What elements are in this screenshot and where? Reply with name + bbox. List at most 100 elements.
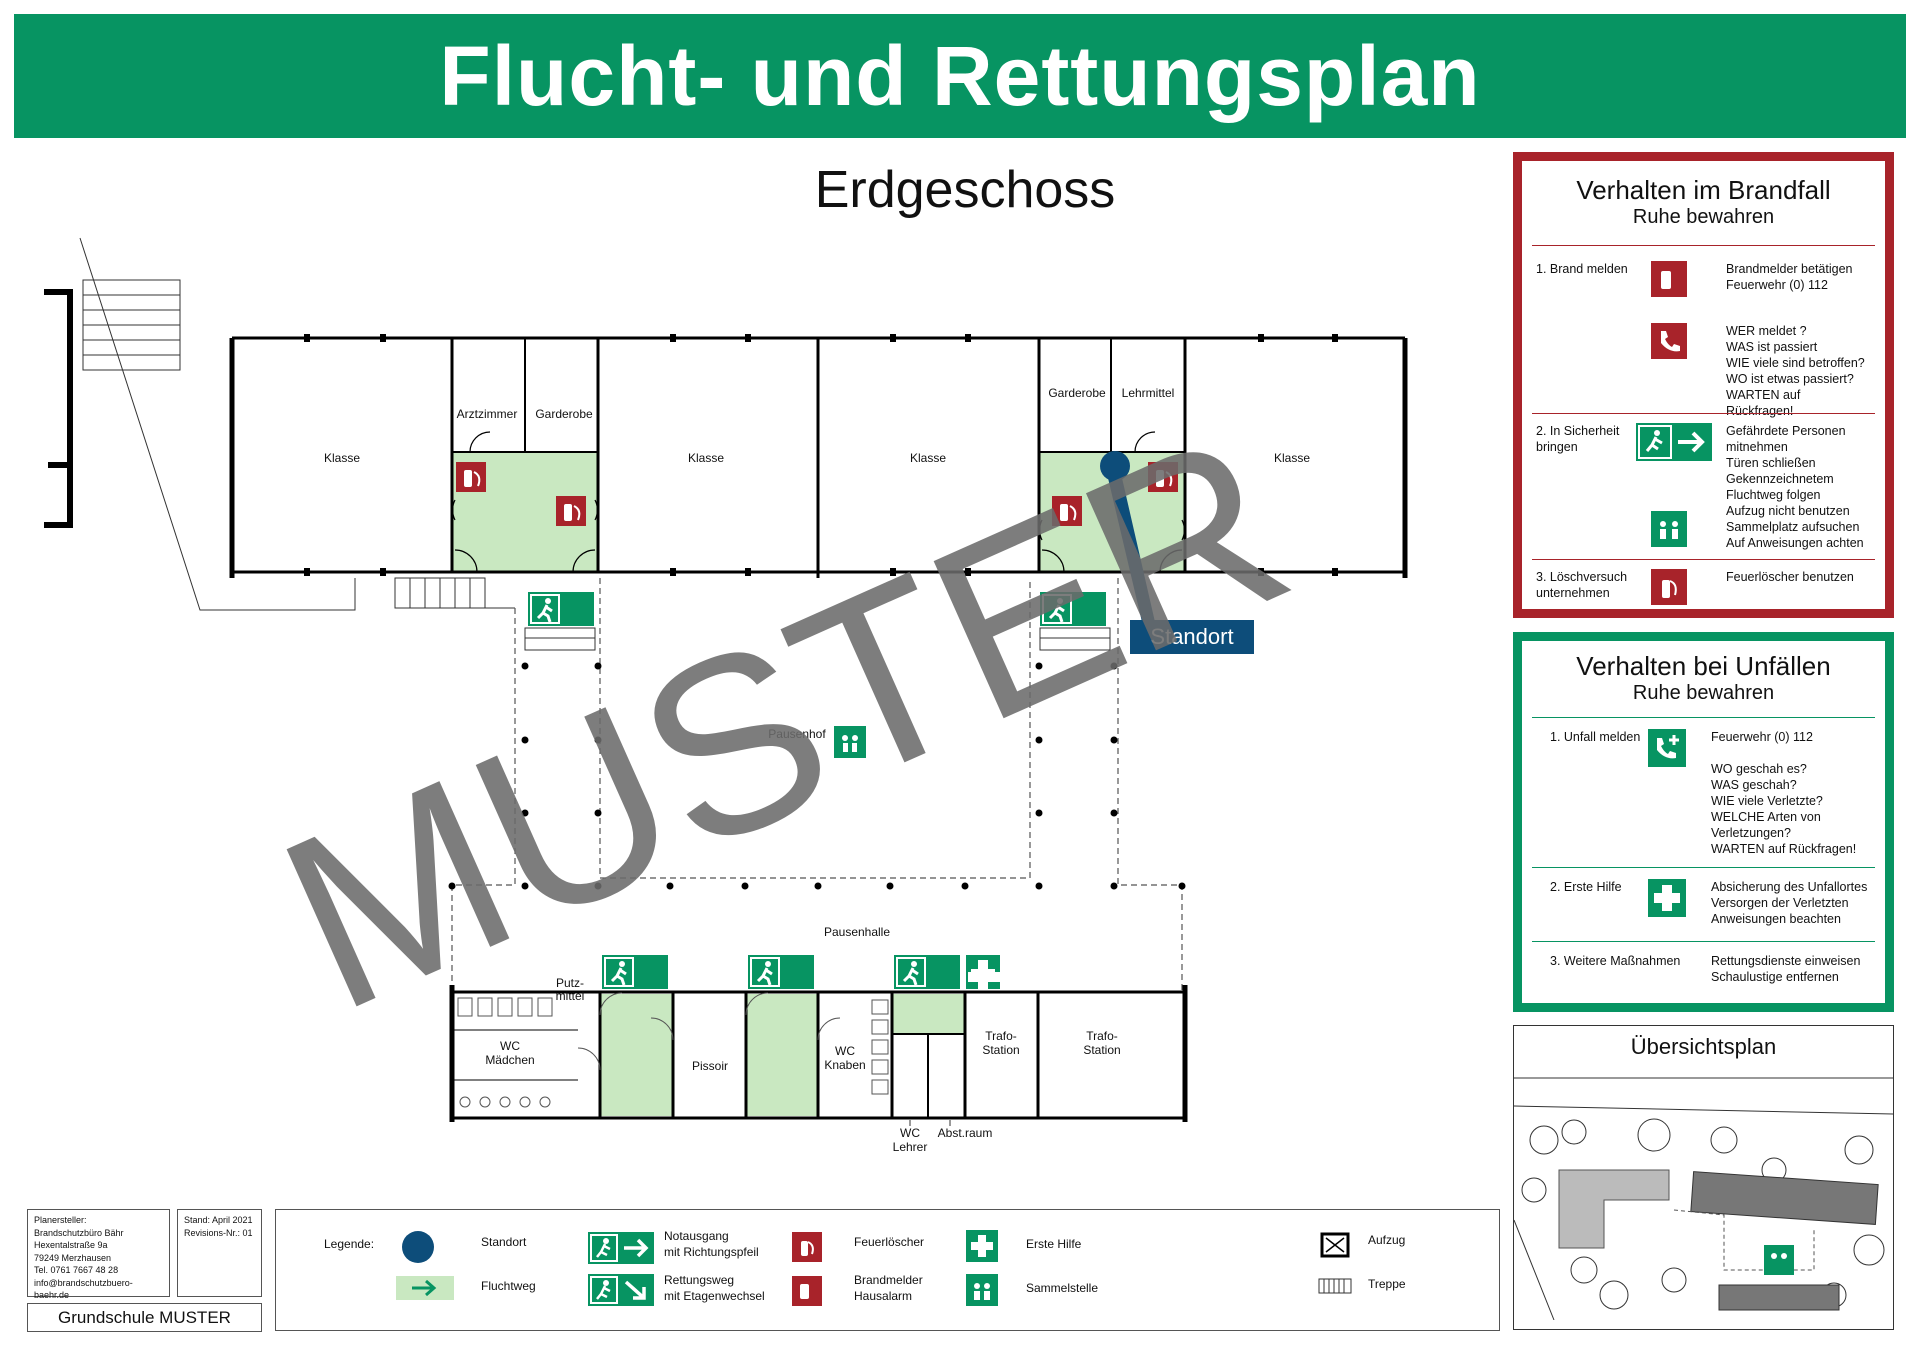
credit-line-2: Brandschutzbüro Bähr: [34, 1227, 124, 1238]
room-lehrmittel: Lehrmittel: [1122, 386, 1175, 400]
legend-fluchtweg-icon: [396, 1276, 454, 1300]
room-wc-lehrer-2: Lehrer: [893, 1140, 928, 1154]
legend-brandmelder-icon: [792, 1276, 822, 1306]
fire-step-1-e: WIE viele sind betroffen?: [1726, 356, 1865, 370]
legend-feuerloescher-icon: [792, 1232, 822, 1262]
accident-step-1-g: WARTEN auf Rückfragen!: [1711, 842, 1857, 856]
left-wall: [44, 289, 73, 528]
escape-area-bottom-3: [892, 994, 964, 1034]
columns: [448, 662, 1186, 890]
fire-step-1-b: Feuerwehr (0) 112: [1726, 278, 1828, 292]
overview-title: Übersichtsplan: [1630, 1034, 1777, 1059]
floor-plan: Klasse Klasse Klasse Klasse Arztzimmer G…: [44, 237, 1408, 1154]
standort-marker: Standort: [1100, 451, 1254, 654]
left-stair: [79, 237, 356, 611]
credit-line-5: Tel. 0761 7667 48 28: [34, 1265, 119, 1275]
phone-icon: [1651, 323, 1687, 363]
legend-erste-hilfe-icon: [966, 1230, 998, 1262]
accident-behavior-panel: Verhalten bei Unfällen Ruhe bewahren 1. …: [1513, 632, 1894, 1012]
area-pausenhof: Pausenhof: [768, 727, 826, 741]
emergency-phone-icon: [1648, 729, 1686, 771]
fire-step-1-d: WAS ist passiert: [1726, 340, 1818, 354]
fire-step-2-7: Sammelplatz aufsuchen: [1726, 520, 1860, 534]
legend-brandmelder-2: Hausalarm: [854, 1289, 913, 1303]
room-wc-knaben-1: WC: [835, 1044, 855, 1058]
accident-step-1-e: WELCHE Arten von: [1711, 810, 1821, 824]
fire-step-3-a: 3. Löschversuch: [1536, 570, 1628, 584]
pausenhof-boundary: [451, 578, 1183, 990]
stairs: [394, 577, 1111, 651]
stand-date: Stand: April 2021: [184, 1215, 253, 1225]
fire-alarm-sign-1: [555, 495, 587, 527]
school-name: Grundschule MUSTER: [27, 1303, 262, 1332]
accident-step-2-b: Versorgen der Verletzten: [1711, 896, 1849, 910]
exit-sign-bottom-1: [600, 953, 670, 991]
legend-rettungsweg-icon: [588, 1274, 654, 1306]
exit-sign-bottom-2: [746, 953, 816, 991]
room-pissoir: Pissoir: [692, 1059, 728, 1073]
fire-extinguisher-sign-1: [455, 461, 487, 493]
legend-rettungsweg-1: Rettungsweg: [664, 1273, 735, 1287]
accident-step-2-a: Absicherung des Unfallortes: [1711, 880, 1868, 894]
fire-step-1-f: WO ist etwas passiert?: [1726, 372, 1854, 386]
legend-notausgang-icon: [588, 1232, 654, 1264]
legend-notausgang-2: mit Richtungspfeil: [664, 1245, 759, 1259]
room-garderobe-2: Garderobe: [1048, 386, 1106, 400]
room-klasse-3: Klasse: [910, 451, 946, 465]
plan-title: Flucht- und Rettungsplan: [439, 28, 1481, 123]
first-aid-sign: [966, 955, 1000, 989]
accident-step-1-b: WO geschah es?: [1711, 762, 1807, 776]
room-klasse-4: Klasse: [1274, 451, 1310, 465]
fire-step-2-2: mitnehmen: [1726, 440, 1788, 454]
room-wc-maedchen-2: Mädchen: [485, 1053, 534, 1067]
accident-step-1: 1. Unfall melden: [1550, 730, 1641, 744]
accident-step-1-c: WAS geschah?: [1711, 778, 1797, 792]
legend-notausgang-1: Notausgang: [664, 1229, 729, 1243]
fire-step-1: 1. Brand melden: [1536, 262, 1628, 276]
legend-standort: Standort: [481, 1235, 527, 1249]
fire-step-2-6: Aufzug nicht benutzen: [1726, 504, 1850, 518]
exit-sign-bottom-3: [892, 953, 962, 991]
accident-step-2-c: Anweisungen beachten: [1711, 912, 1841, 926]
legend-sammelstelle-icon: [966, 1274, 998, 1306]
accident-panel-subtitle: Ruhe bewahren: [1632, 682, 1775, 704]
accident-step-1-d: WIE viele Verletzte?: [1711, 794, 1823, 808]
room-wc-lehrer-1: WC: [900, 1126, 920, 1140]
floor-title: Erdgeschoss: [814, 161, 1116, 219]
legend-treppe-icon: [1318, 1278, 1352, 1294]
fire-step-1-g: WARTEN auf Rückfragen!: [1726, 388, 1801, 418]
fire-panel-subtitle: Ruhe bewahren: [1632, 206, 1775, 228]
room-putzmittel-1: Putz-: [556, 976, 584, 990]
accident-step-1-a: Feuerwehr (0) 112: [1711, 730, 1813, 744]
accident-step-3: 3. Weitere Maßnahmen: [1550, 954, 1681, 968]
legend: Legende: Standort Fluchtweg Notausgang m…: [275, 1209, 1500, 1331]
fire-step-2-a: 2. In Sicherheit: [1536, 424, 1620, 438]
room-arztzimmer: Arztzimmer: [457, 407, 518, 421]
room-trafo-1a: Trafo-: [985, 1029, 1017, 1043]
room-wc-maedchen-1: WC: [500, 1039, 520, 1053]
legend-aufzug-icon: [1320, 1232, 1350, 1258]
fire-step-2-3: Türen schließen: [1726, 456, 1816, 470]
room-abstellraum: Abst.raum: [938, 1126, 993, 1140]
revision-box: Stand: April 2021 Revisions-Nr.: 01: [177, 1209, 262, 1297]
room-klasse-2: Klasse: [688, 451, 724, 465]
legend-aufzug: Aufzug: [1368, 1233, 1406, 1247]
room-garderobe-1: Garderobe: [535, 407, 593, 421]
extinguisher-icon: [1651, 569, 1687, 609]
overview-panel: Übersichtsplan: [1513, 1025, 1894, 1330]
accident-step-3-b: Schaulustige entfernen: [1711, 970, 1839, 984]
bottom-building: [449, 985, 1188, 1122]
fire-step-2-b: bringen: [1536, 440, 1578, 454]
fire-step-2-1: Gefährdete Personen: [1726, 424, 1846, 438]
escape-area-bottom-1: [600, 994, 673, 1116]
assembly-icon: [1651, 511, 1687, 551]
toilets: [457, 992, 889, 1108]
accident-panel-title: Verhalten bei Unfällen: [1576, 651, 1831, 681]
fire-step-1-c: WER meldet ?: [1726, 324, 1807, 338]
credit-line-4: 79249 Merzhausen: [34, 1252, 112, 1263]
overview-map: [1514, 1077, 1893, 1320]
label-leaders: [909, 1120, 951, 1126]
room-putzmittel-2: mittel: [556, 989, 585, 1003]
area-pausenhalle: Pausenhalle: [824, 925, 890, 939]
legend-rettungsweg-2: mit Etagenwechsel: [664, 1289, 765, 1303]
